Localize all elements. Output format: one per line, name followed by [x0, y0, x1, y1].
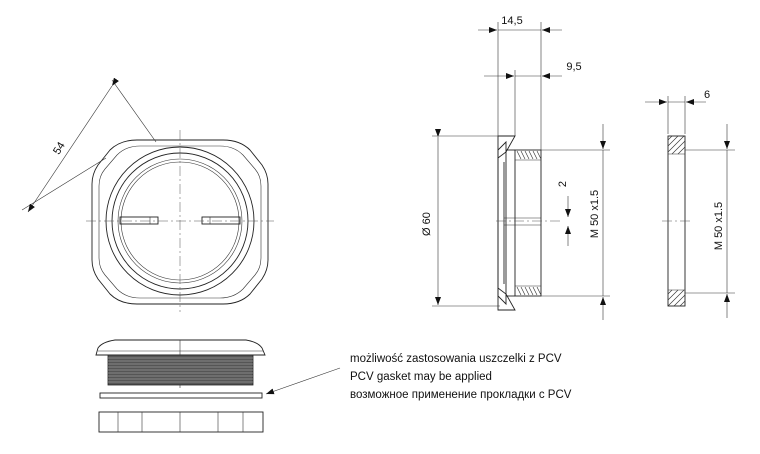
section-view: 14,5 9,5 Ø 60 2 M 50 x1.5: [421, 15, 610, 320]
dim-14-5-label: 14,5: [501, 15, 522, 27]
dim-nut-thread-label: M 50 x1.5: [713, 202, 725, 250]
note-russian: возможное применение прокладки с PCV: [350, 389, 572, 401]
note-polish: możliwość zastosowania uszczelki z PCV: [350, 353, 562, 365]
locknut-section: 6 M 50 x1.5: [645, 89, 735, 318]
dim-2-label: 2: [557, 181, 569, 187]
dim-thread-label: M 50 x1.5: [589, 190, 601, 238]
dim-9-5-label: 9,5: [566, 61, 581, 73]
front-view: 54: [21, 77, 274, 312]
note-english: PCV gasket may be applied: [350, 371, 492, 383]
side-view-exploded: [95, 339, 341, 433]
dim-6-label: 6: [704, 89, 710, 101]
dim-54-label: 54: [51, 140, 68, 157]
thread-lines: [108, 357, 253, 383]
dim-diameter-label: Ø 60: [421, 212, 433, 236]
